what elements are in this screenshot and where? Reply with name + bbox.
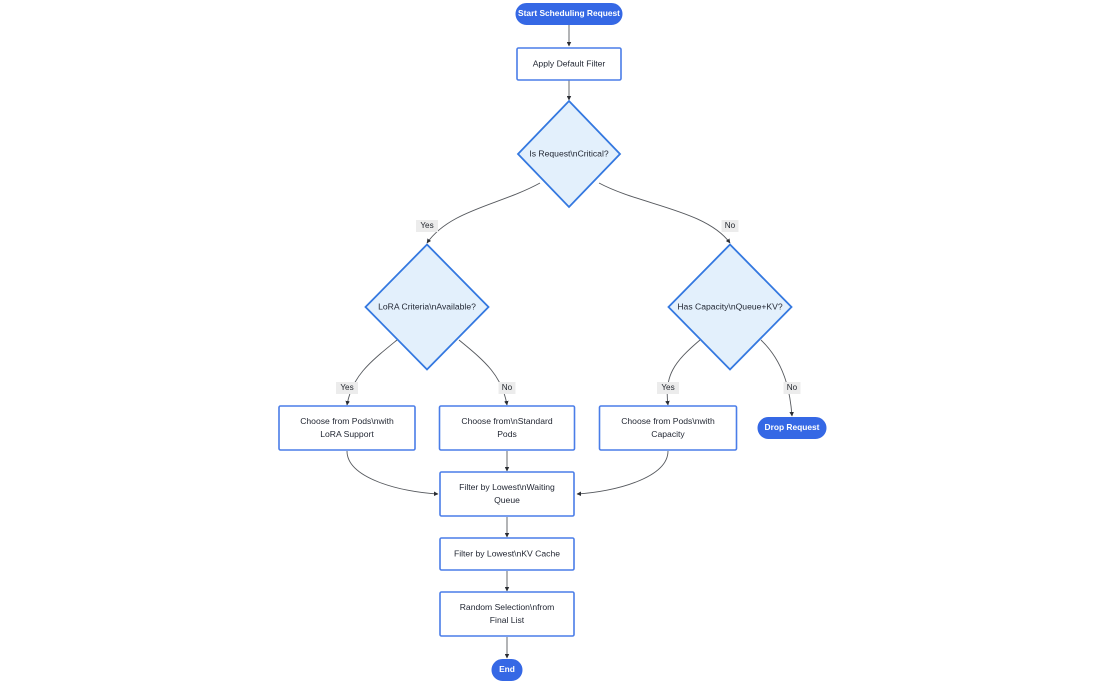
edge-label-background bbox=[416, 220, 438, 232]
node-label: End bbox=[499, 664, 515, 674]
node-shape-rect bbox=[598, 405, 738, 451]
flow-node-drop_request[interactable]: Drop Request bbox=[757, 417, 827, 439]
node-shape-pill bbox=[491, 659, 523, 681]
node-shape-rect bbox=[439, 537, 575, 571]
node-shape-diamond bbox=[516, 99, 622, 209]
flow-edge bbox=[346, 450, 439, 497]
flow-node-start[interactable]: Start Scheduling Request bbox=[515, 3, 623, 25]
flow-node-filter_kv_cache[interactable]: Filter by Lowest\nKV Cache bbox=[439, 537, 575, 571]
flow-edge bbox=[665, 339, 701, 406]
node-label: Is Request\nCritical? bbox=[529, 148, 609, 158]
edge-label-text: No bbox=[502, 383, 513, 392]
node-label: Has Capacity\nQueue+KV? bbox=[677, 301, 783, 311]
edge-label-yes: Yes bbox=[416, 220, 438, 232]
edge-label-yes: Yes bbox=[336, 382, 358, 394]
node-label: Filter by Lowest\nKV Cache bbox=[454, 548, 560, 558]
edges-layer bbox=[345, 25, 794, 659]
node-label: Apply Default Filter bbox=[533, 58, 606, 68]
edge-label-background bbox=[721, 220, 739, 232]
node-shape-rect bbox=[439, 591, 575, 637]
node-shape-rect bbox=[278, 405, 416, 451]
flow-node-is_request_critical[interactable]: Is Request\nCritical? bbox=[516, 99, 622, 209]
flow-edge bbox=[458, 339, 509, 406]
node-label: Choose from\nStandard bbox=[461, 416, 552, 426]
edge-label-background bbox=[783, 382, 801, 394]
node-label: Queue bbox=[494, 495, 520, 505]
node-label: Pods bbox=[497, 429, 517, 439]
edge-label-no: No bbox=[783, 382, 801, 394]
node-label: Filter by Lowest\nWaiting bbox=[459, 482, 555, 492]
node-shape-rect bbox=[439, 471, 575, 517]
edge-label-background bbox=[336, 382, 358, 394]
node-label: Start Scheduling Request bbox=[518, 8, 620, 18]
flow-node-has_capacity[interactable]: Has Capacity\nQueue+KV? bbox=[667, 243, 793, 371]
node-label: Capacity bbox=[651, 429, 685, 439]
edge-label-background bbox=[657, 382, 679, 394]
flow-edge bbox=[426, 182, 541, 244]
node-shape-rect bbox=[516, 47, 622, 81]
node-shape-rect bbox=[438, 405, 576, 451]
edge-label-text: Yes bbox=[420, 221, 433, 230]
edge-label-text: Yes bbox=[661, 383, 674, 392]
node-label: Choose from Pods\nwith bbox=[300, 416, 394, 426]
node-shape-diamond bbox=[364, 243, 490, 371]
node-label: LoRA Criteria\nAvailable? bbox=[378, 301, 476, 311]
node-label: Random Selection\nfrom bbox=[460, 602, 555, 612]
edge-label-text: No bbox=[787, 383, 798, 392]
edge-label-text: No bbox=[725, 221, 736, 230]
node-shape-pill bbox=[757, 417, 827, 439]
flow-node-lora_criteria_available[interactable]: LoRA Criteria\nAvailable? bbox=[364, 243, 490, 371]
edge-label-background bbox=[498, 382, 516, 394]
node-label: Choose from Pods\nwith bbox=[621, 416, 715, 426]
node-label: LoRA Support bbox=[320, 429, 374, 439]
flow-edge bbox=[598, 182, 731, 244]
edge-label-yes: Yes bbox=[657, 382, 679, 394]
flow-edge bbox=[345, 339, 398, 406]
flow-edge bbox=[760, 339, 794, 417]
flow-node-apply_default_filter[interactable]: Apply Default Filter bbox=[516, 47, 622, 81]
flow-edge bbox=[576, 450, 669, 497]
edge-label-no: No bbox=[721, 220, 739, 232]
node-shape-diamond bbox=[667, 243, 793, 371]
node-label: Final List bbox=[490, 615, 525, 625]
node-shape-pill bbox=[515, 3, 623, 25]
flow-node-end[interactable]: End bbox=[491, 659, 523, 681]
edge-label-no: No bbox=[498, 382, 516, 394]
edge-label-text: Yes bbox=[340, 383, 353, 392]
node-label: Drop Request bbox=[765, 422, 820, 432]
